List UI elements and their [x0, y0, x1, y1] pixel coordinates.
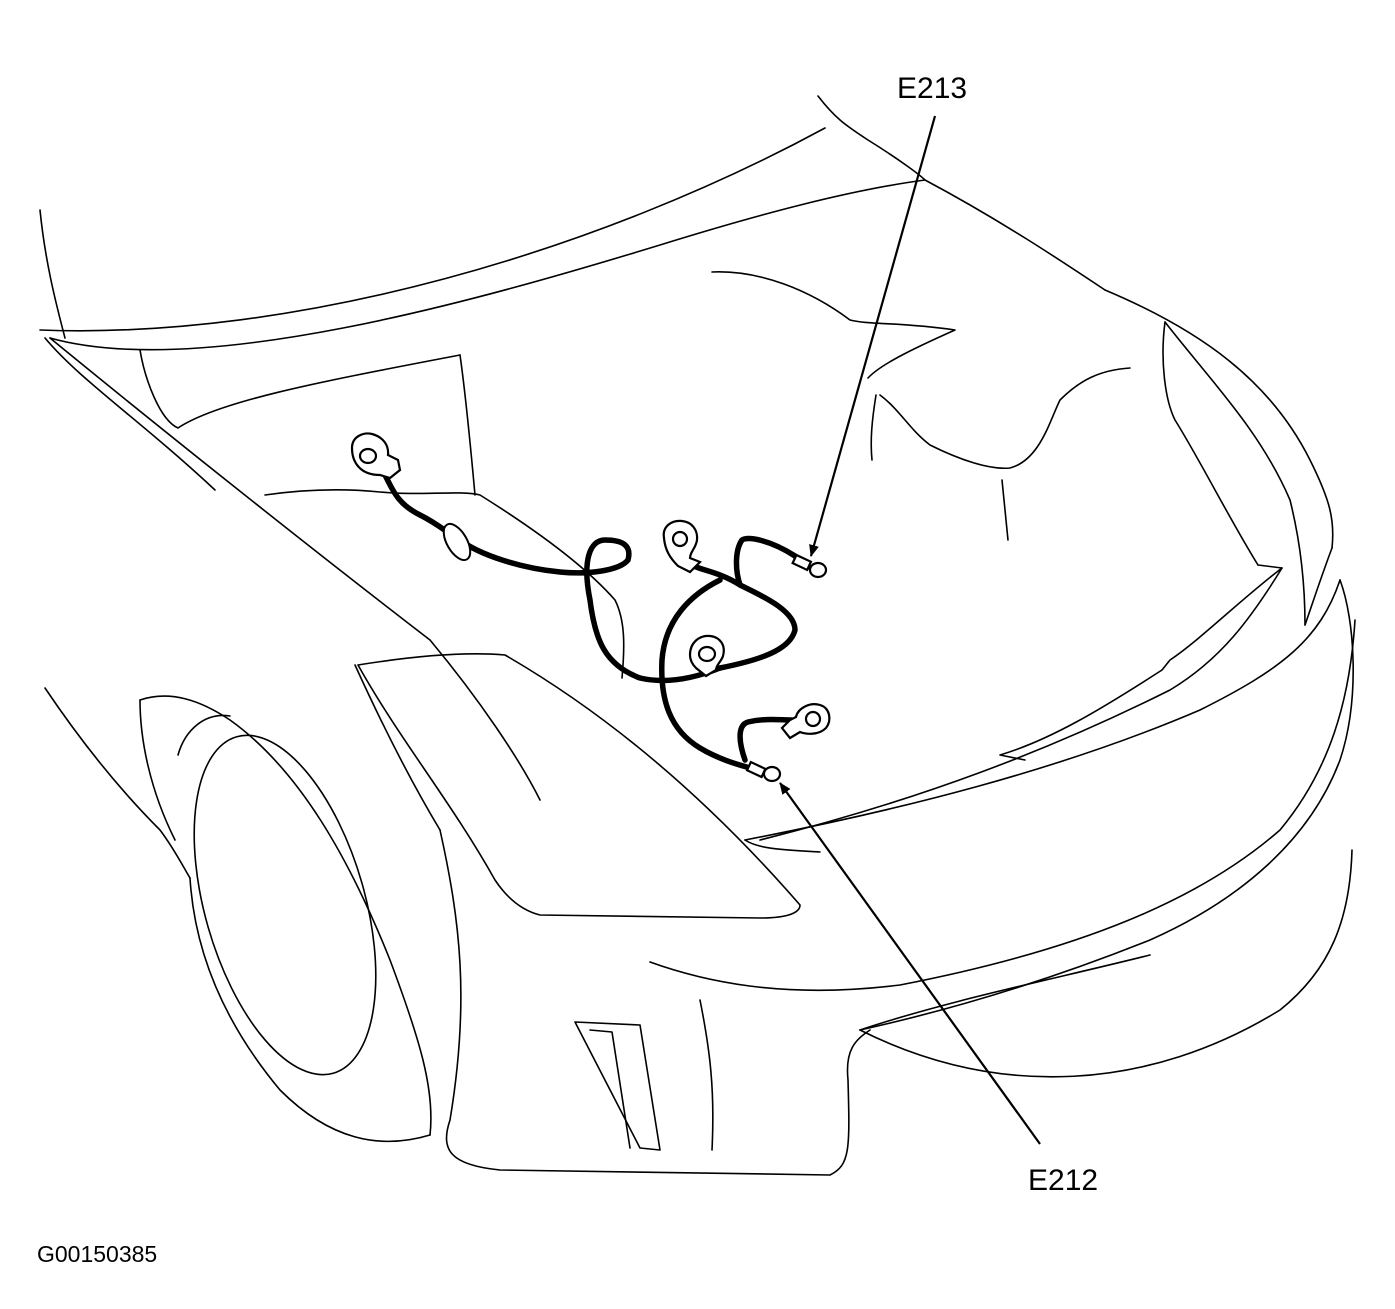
- ring-terminal-left: [350, 432, 402, 480]
- callout-label-e212: E212: [1028, 1164, 1098, 1197]
- ring-terminal-lower: [780, 703, 831, 740]
- ground-harness: [382, 472, 811, 771]
- ring-terminal-e213: [791, 553, 828, 579]
- callout-leaders: [779, 115, 1041, 1145]
- ring-terminal-center: [688, 634, 725, 678]
- figure-id: G00150385: [37, 1241, 157, 1267]
- ring-terminal-e212: [745, 760, 782, 783]
- ring-terminal-top: [662, 519, 702, 574]
- vehicle-outline: [39, 95, 1356, 1176]
- e213-leader-line: [809, 115, 937, 557]
- ring-terminals: [350, 432, 831, 783]
- callout-label-e213: E213: [897, 72, 967, 105]
- e212-leader-line: [779, 782, 1041, 1145]
